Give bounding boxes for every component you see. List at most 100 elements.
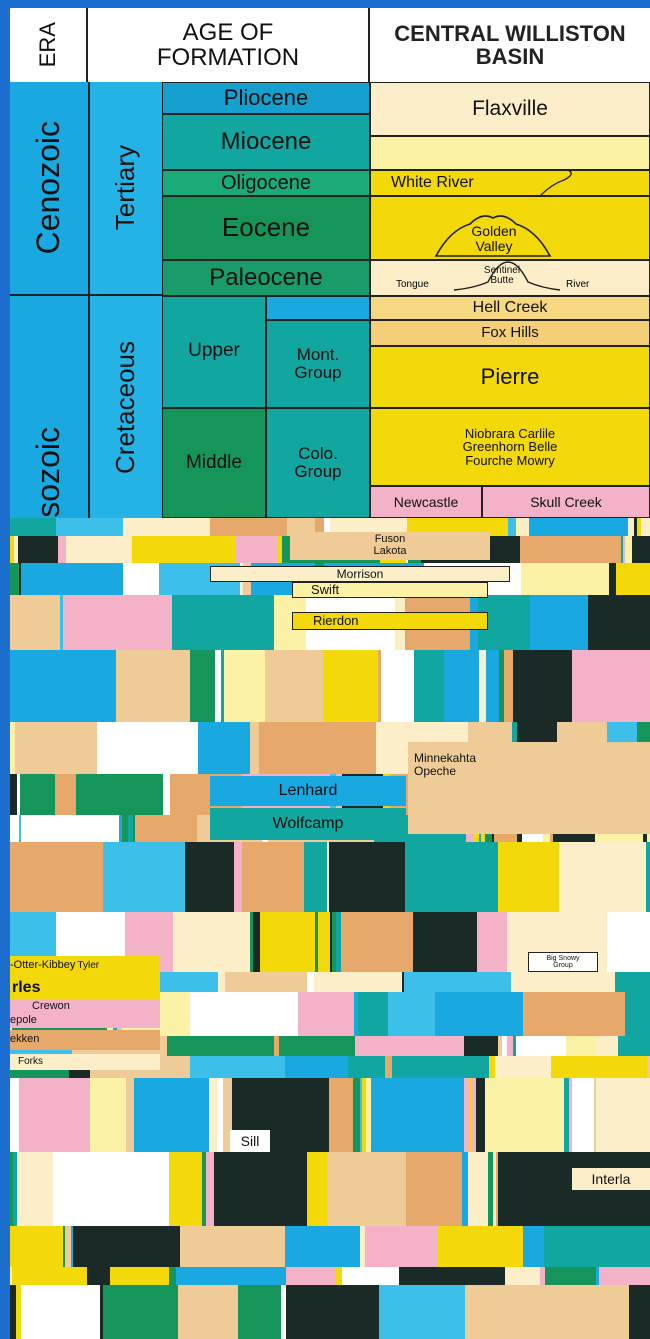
period-cretaceous: Cretaceous (88, 296, 162, 518)
glitch-strip (329, 1078, 353, 1152)
glitch-strip (477, 912, 507, 972)
glitch-strip (238, 1285, 281, 1339)
epoch-pliocene-label: Pliocene (223, 85, 309, 111)
glitch-strip (66, 536, 132, 563)
glitch-strip (362, 1078, 366, 1152)
era-mesozoic: sozoic (10, 296, 88, 518)
glitch-strip (488, 1152, 493, 1226)
glitch-strip (572, 650, 650, 722)
glitch-strip (472, 1078, 476, 1152)
age-of-formation-label: AGE OF FORMATION (156, 18, 300, 71)
glitch-strip (210, 518, 287, 536)
epoch-eocene-label: Eocene (221, 212, 311, 243)
white-river-contact (540, 169, 650, 197)
epoch-upper-label: Upper (188, 340, 240, 361)
formation-ekken-label: ekken (10, 1033, 40, 1046)
glitch-strip (628, 518, 634, 536)
glitch-strip (315, 518, 324, 536)
epoch-pliocene: Pliocene (162, 82, 370, 114)
glitch-strip (484, 595, 530, 650)
formation-skull-creek-label: Skull Creek (530, 493, 602, 510)
epoch-middle: Middle (162, 408, 266, 518)
formation-miocene-gap (370, 136, 650, 170)
formation-niobrara-label: Niobrara Carlile Greenhorn Belle Fourche… (462, 425, 558, 468)
epoch-upper: Upper (162, 296, 266, 408)
formation-lenhard: Lenhard (210, 776, 406, 806)
formation-lenhard-label: Lenhard (278, 781, 338, 799)
formation-crewon-label: Crewon (32, 1000, 70, 1013)
formation-minnekahta-label: Minnekahta Opeche (414, 751, 477, 778)
glitch-strip (495, 1056, 551, 1078)
glitch-strip (607, 912, 650, 972)
glitch-strip (281, 1285, 286, 1339)
glitch-strip (405, 842, 498, 912)
glitch-strip (133, 815, 135, 842)
glitch-strip (250, 722, 259, 774)
formation-otter-kibbey-label: -Otter-Kibbey (10, 959, 76, 972)
glitch-strip (544, 1226, 650, 1267)
glitch-strip (97, 722, 193, 774)
glitch-strip (278, 536, 282, 563)
glitch-strip (599, 1267, 650, 1285)
formation-rierdon-label: Rierdon (313, 613, 359, 629)
formation-rierdon: Rierdon (292, 612, 488, 630)
glitch-strip (193, 722, 198, 774)
glitch-strip (616, 563, 619, 595)
formation-charles: rles (10, 976, 160, 1000)
glitch-strip (508, 518, 516, 536)
glitch-strip (402, 972, 404, 992)
glitch-strip (392, 1056, 489, 1078)
glitch-strip (12, 1267, 87, 1285)
glitch-strip (385, 1056, 392, 1078)
glitch-strip (10, 1285, 16, 1339)
glitch-strip (647, 1056, 650, 1078)
glitch-strip (498, 1036, 502, 1056)
formation-forks: Forks (10, 1054, 160, 1070)
glitch-strip (327, 1267, 336, 1285)
glitch-strip (323, 912, 330, 972)
glitch-strip (516, 1036, 566, 1056)
epoch-oligocene: Oligocene (162, 170, 370, 196)
group-montana: Mont. Group (266, 320, 370, 408)
formation-paleocene-body (370, 260, 650, 296)
glitch-strip (285, 1056, 346, 1078)
glitch-strip (629, 1285, 650, 1339)
glitch-strip (298, 992, 354, 1036)
era-cenozoic: Cenozoic (10, 82, 88, 296)
formation-big-snowy: Big Snowy Group (528, 952, 598, 972)
glitch-strip (122, 815, 128, 842)
glitch-strip (519, 1078, 564, 1152)
glitch-strip (462, 1152, 468, 1226)
glitch-strip (493, 1152, 496, 1226)
glitch-strip (399, 1267, 505, 1285)
glitch-strip (378, 1056, 385, 1078)
formation-hell-creek: Hell Creek (370, 296, 650, 320)
glitch-strip (507, 1036, 513, 1056)
formation-sentinel-butte-label: Sentinel Butte (483, 264, 521, 286)
glitch-strip (123, 518, 210, 536)
glitch-strip (521, 563, 609, 595)
glitch-strip (499, 650, 504, 722)
glitch-strip (378, 650, 381, 722)
glitch-strip (209, 1078, 217, 1152)
glitch-strip (110, 1267, 169, 1285)
williston-basin-header: CENTRAL WILLISTON BASIN (370, 8, 650, 82)
glitch-strip (336, 1267, 342, 1285)
epoch-miocene-label: Miocene (220, 128, 312, 156)
glitch-region (10, 518, 650, 1339)
glitch-strip (21, 563, 123, 595)
glitch-strip (236, 536, 278, 563)
glitch-strip (444, 650, 479, 722)
glitch-strip (427, 992, 435, 1036)
formation-otter-kibbey: -Otter-Kibbey Tyler (10, 956, 160, 976)
formation-swift: Swift (292, 582, 488, 598)
glitch-strip (332, 912, 336, 972)
formation-newcastle-label: Newcastle (393, 493, 459, 510)
glitch-strip (371, 1078, 464, 1152)
epoch-paleocene: Paleocene (162, 260, 370, 296)
glitch-strip (65, 1226, 71, 1267)
period-tertiary: Tertiary (88, 82, 162, 296)
glitch-strip (100, 1285, 103, 1339)
glitch-strip (348, 1056, 378, 1078)
glitch-strip (365, 1226, 438, 1267)
